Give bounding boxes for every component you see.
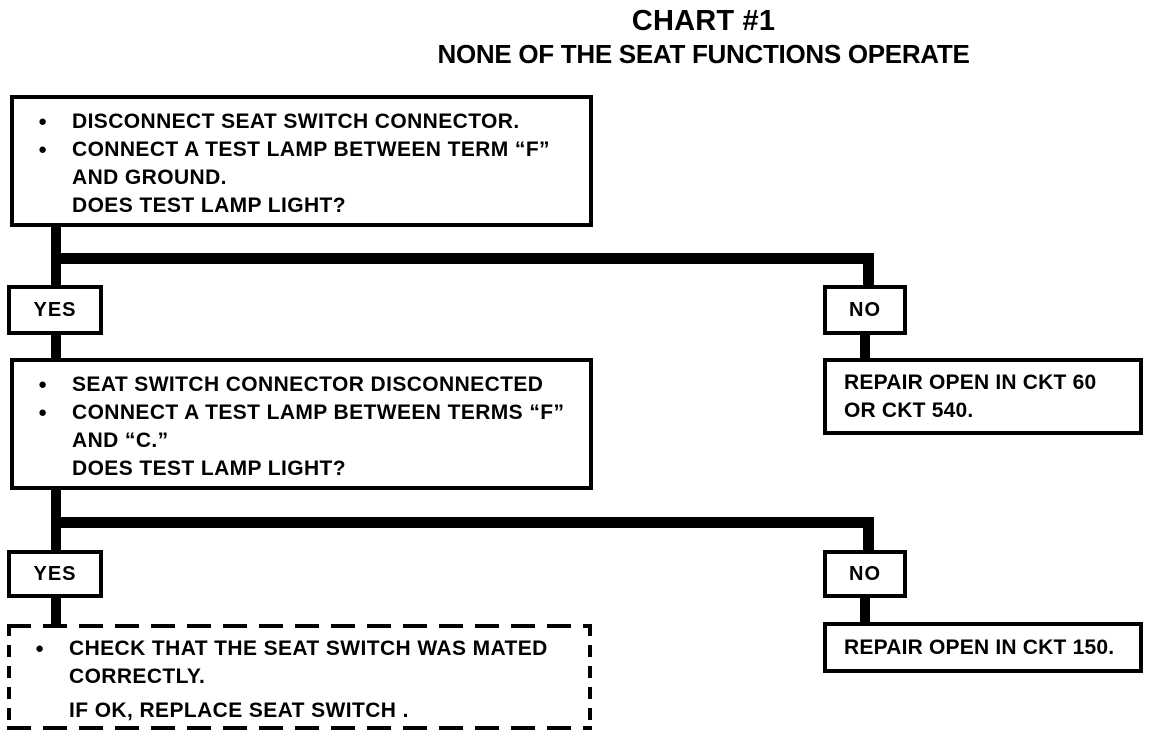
bullet-icon: ● — [38, 141, 48, 158]
branch2-no-label: NO — [849, 562, 881, 585]
branch2-yes-label: YES — [33, 562, 77, 585]
step2-row2: ● CONNECT A TEST LAMP BETWEEN TERMS “F” … — [38, 399, 583, 455]
chart-title: CHART #1 — [631, 5, 776, 37]
step1-row1: ● DISCONNECT SEAT SWITCH CONNECTOR. — [38, 108, 583, 136]
step2-question-row: ● DOES TEST LAMP LIGHT? — [38, 455, 583, 483]
step2-row1: ● SEAT SWITCH CONNECTOR DISCONNECTED — [38, 371, 583, 399]
step2-question: DOES TEST LAMP LIGHT? — [72, 457, 347, 480]
connector-branch2-no-down — [863, 522, 874, 550]
repair-ckt150-box: REPAIR OPEN IN CKT 150. — [823, 622, 1143, 673]
connector-yes2-down — [51, 598, 61, 624]
repair-ckt60-line: OR CKT 540. — [844, 398, 974, 422]
connector-no1-down — [860, 335, 870, 358]
connector-branch2-bar — [51, 517, 874, 528]
connector-branch1-bar — [51, 253, 874, 264]
branch2-yes-box: YES — [7, 550, 103, 598]
step2-line: CONNECT A TEST LAMP BETWEEN TERMS “F” — [72, 401, 565, 424]
connector-no2-down — [860, 598, 870, 622]
repair-ckt60-box: REPAIR OPEN IN CKT 60 OR CKT 540. — [823, 358, 1143, 435]
step2-line: AND “C.” — [72, 429, 169, 452]
check-line: IF OK, REPLACE SEAT SWITCH . — [69, 699, 409, 722]
step1-question-row: ● DOES TEST LAMP LIGHT? — [38, 192, 583, 220]
check-row2: ● IF OK, REPLACE SEAT SWITCH . — [35, 697, 586, 725]
step1-row2: ● CONNECT A TEST LAMP BETWEEN TERM “F” A… — [38, 136, 583, 192]
connector-branch1-no-down — [863, 258, 874, 285]
chart-title-block: CHART #1 NONE OF THE SEAT FUNCTIONS OPER… — [422, 5, 985, 70]
step1-question: DOES TEST LAMP LIGHT? — [72, 194, 347, 217]
step2-line: SEAT SWITCH CONNECTOR DISCONNECTED — [72, 373, 544, 396]
repair-ckt150-line: REPAIR OPEN IN CKT 150. — [844, 635, 1115, 659]
check-line: CHECK THAT THE SEAT SWITCH WAS MATED — [69, 637, 548, 660]
repair-ckt60-line: REPAIR OPEN IN CKT 60 — [844, 370, 1097, 394]
bullet-icon: ● — [38, 376, 48, 393]
branch2-no-box: NO — [823, 550, 907, 598]
bullet-icon: ● — [35, 640, 45, 657]
step2-box: ● SEAT SWITCH CONNECTOR DISCONNECTED ● C… — [10, 358, 593, 490]
check-line: CORRECTLY. — [69, 665, 206, 688]
bullet-icon: ● — [38, 404, 48, 421]
step1-line: CONNECT A TEST LAMP BETWEEN TERM “F” — [72, 138, 550, 161]
branch1-no-box: NO — [823, 285, 907, 335]
branch1-yes-label: YES — [33, 298, 77, 321]
step1-line: DISCONNECT SEAT SWITCH CONNECTOR. — [72, 110, 520, 133]
connector-yes1-down — [51, 335, 61, 358]
branch1-no-label: NO — [849, 298, 881, 321]
branch1-yes-box: YES — [7, 285, 103, 335]
check-row1: ● CHECK THAT THE SEAT SWITCH WAS MATED C… — [35, 635, 586, 691]
chart-subtitle: NONE OF THE SEAT FUNCTIONS OPERATE — [437, 39, 970, 70]
bullet-icon: ● — [38, 113, 48, 130]
step1-box: ● DISCONNECT SEAT SWITCH CONNECTOR. ● CO… — [10, 95, 593, 227]
step1-line: AND GROUND. — [72, 166, 227, 189]
check-seat-switch-box: ● CHECK THAT THE SEAT SWITCH WAS MATED C… — [7, 624, 592, 730]
